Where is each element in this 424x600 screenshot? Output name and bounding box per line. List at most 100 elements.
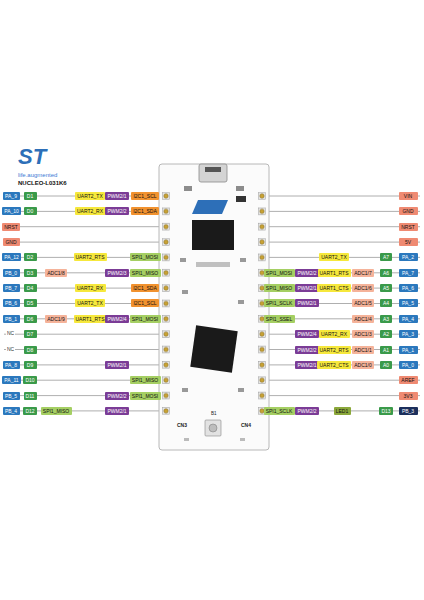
- pin-text: SPI1_MOSI: [132, 315, 158, 323]
- pin-text: A4: [383, 299, 389, 307]
- pin-text: ADC1/3: [354, 330, 372, 338]
- reset-button: [205, 420, 221, 436]
- connector-name: CN4: [240, 423, 252, 428]
- pin-text: D7: [27, 330, 33, 338]
- pin-text: ADC1/5: [354, 299, 372, 307]
- pin-text: D5: [27, 299, 33, 307]
- pin-text: PA_6: [402, 284, 414, 292]
- reset-button-cap: [209, 424, 217, 432]
- pin-label: SPI1_MOSI: [130, 392, 161, 400]
- pin-label: D2: [24, 253, 37, 261]
- pin-row-line: [265, 196, 420, 411]
- pin-label: ADC1/3: [352, 330, 374, 338]
- pin-label: PA_4: [399, 315, 418, 323]
- pin-text: PWM2/2: [107, 392, 126, 400]
- pin-text: A6: [383, 269, 389, 277]
- pin-label: VIN: [399, 192, 418, 200]
- pin-text: D12: [25, 407, 34, 415]
- pin-label: A1: [380, 346, 392, 354]
- pin-label: PB_0: [3, 269, 20, 277]
- pin-text: A1: [383, 346, 389, 354]
- pin-label: PWM2/4: [295, 330, 319, 338]
- pin-label: ADC1/5: [352, 299, 374, 307]
- pin-label: SPI1_SCLK: [264, 407, 295, 415]
- pin-label: UART2_TX: [319, 253, 349, 261]
- pin-label: D11: [24, 392, 37, 400]
- pin-text: PA_8: [5, 361, 17, 369]
- pin-label: ADC1/6: [352, 284, 374, 292]
- pin-label: D5: [24, 299, 37, 307]
- pin-label: PA_5: [399, 299, 418, 307]
- pin-text: PB_6: [5, 299, 17, 307]
- pin-label: I2C1_SCL: [131, 192, 159, 200]
- pin-text: UART2_RTS: [76, 253, 105, 261]
- pin-label: UART1_RTS: [318, 269, 351, 277]
- led: [240, 438, 245, 441]
- pin-label: PWM2/2: [295, 407, 319, 415]
- connector-name: CN3: [176, 423, 188, 428]
- pin-label: D3: [24, 269, 37, 277]
- pin-label: D12: [23, 407, 37, 415]
- board-name: NUCLEO-L031K6: [18, 180, 67, 186]
- pin-text: D11: [26, 392, 35, 400]
- pin-label: I2C1_SDA: [131, 207, 159, 215]
- pin-label: UART2_RTS: [74, 253, 107, 261]
- pin-text: PWM2/2: [107, 207, 126, 215]
- pin-text: 3V3: [404, 392, 413, 400]
- pin-text: PA_3: [402, 330, 414, 338]
- pin-label: UART2_CTS: [317, 361, 351, 369]
- pin-text: PB_3: [402, 407, 414, 415]
- pin-label: SPI1_MOSI: [264, 269, 295, 277]
- pin-text: A2: [383, 330, 389, 338]
- pin-text: UART2_RX: [321, 330, 347, 338]
- pin-text: ADC1/0: [354, 361, 372, 369]
- component: [182, 388, 188, 392]
- pin-text: UART2_TX: [321, 253, 346, 261]
- usb-opening: [205, 167, 221, 172]
- pin-label: PWM2/2: [105, 392, 129, 400]
- tagline-text: life.augmented: [18, 172, 57, 178]
- pin-text: A7: [383, 253, 389, 261]
- pin-label: SPI1_MISO: [264, 284, 295, 292]
- pin-text: PWM2/2: [297, 269, 316, 277]
- pin-row-line: [4, 196, 163, 411]
- pin-label: PWM2/1: [105, 407, 129, 415]
- pin-text: PB_5: [5, 392, 17, 400]
- pin-label: D13: [379, 407, 393, 415]
- pin-label: D10: [23, 376, 37, 384]
- led: [184, 438, 189, 441]
- pin-label: UART2_RX: [319, 330, 350, 338]
- component: [238, 300, 244, 304]
- pin-text: PA_4: [402, 315, 414, 323]
- pin-label: ADC1/4: [352, 315, 374, 323]
- pin-text: LED1: [336, 407, 349, 415]
- mcu-chip: [190, 325, 237, 372]
- pin-text: GND: [402, 207, 413, 215]
- pin-label: UART1_CTS: [317, 284, 351, 292]
- pin-text: ADC1/4: [354, 315, 372, 323]
- pin-text: D10: [25, 376, 34, 384]
- pin-text: UART2_RX: [77, 207, 103, 215]
- pin-label: D0: [24, 207, 37, 215]
- pin-label: ADC1/8: [45, 269, 67, 277]
- pin-label: SPI1_SCLK: [264, 299, 295, 307]
- pin-label: D9: [24, 361, 37, 369]
- pin-label: PB_3: [399, 407, 418, 415]
- pin-text: 5V: [405, 238, 411, 246]
- pin-label: NRST: [399, 223, 418, 231]
- pin-label: PB_5: [3, 392, 20, 400]
- pin-label: D1: [24, 192, 37, 200]
- pin-label: UART2_RX: [75, 284, 106, 292]
- pin-label: PWM2/3: [105, 269, 129, 277]
- pin-label: A4: [380, 299, 392, 307]
- pin-label: PA_8: [3, 361, 20, 369]
- stlink-chip: [192, 220, 234, 250]
- pin-label: A7: [380, 253, 392, 261]
- pin-text: UART1_RTS: [320, 269, 349, 277]
- pin-text: SPI1_MOSI: [132, 392, 158, 400]
- pin-text: SPI1_SSEL: [266, 315, 292, 323]
- pin-label: D4: [24, 284, 37, 292]
- pin-text: PWM2/1: [297, 299, 316, 307]
- pin-text: PA_2: [402, 253, 414, 261]
- pin-text: GND: [5, 238, 16, 246]
